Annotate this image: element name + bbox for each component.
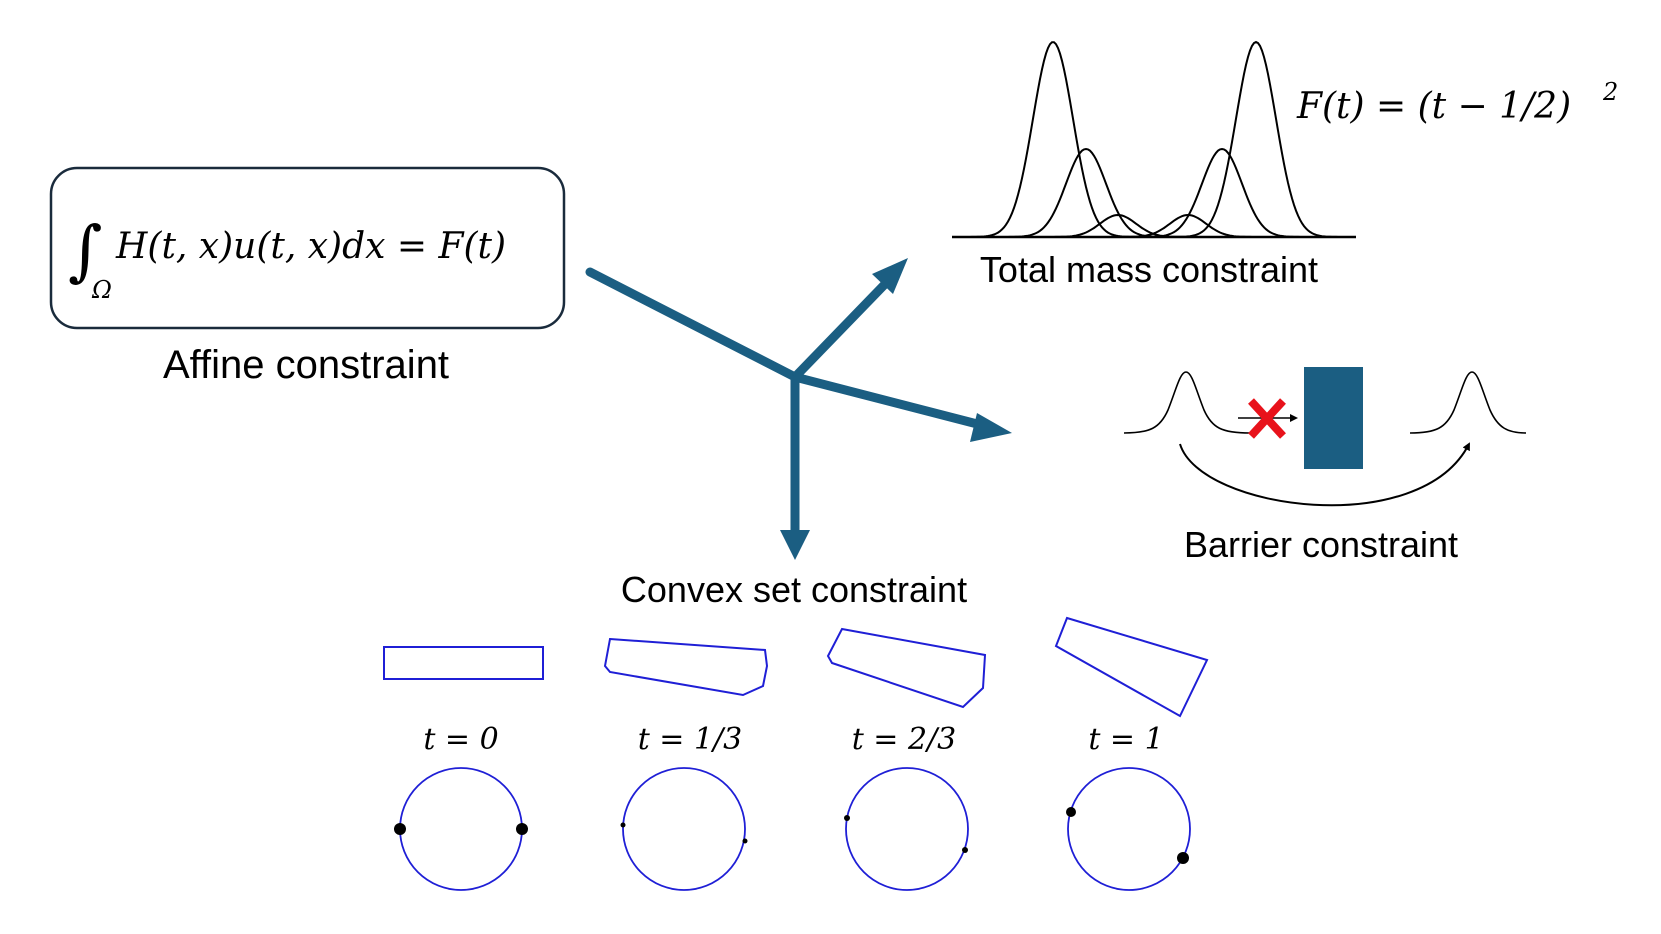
gaussian-curve-4: [952, 147, 1356, 238]
affine-constraint-group: ∫ Ω H(t, x)u(t, x)dx = F(t) Affine const…: [49, 166, 566, 387]
gaussian-curve-5: [952, 40, 1356, 238]
gaussian-curve-1: [952, 147, 1356, 238]
barrier-group: Barrier constraint: [1123, 367, 1527, 565]
state-point: [1177, 852, 1189, 864]
incoming-arrow-shaft: [585, 267, 800, 382]
state-point: [620, 822, 626, 828]
barrier-right-bump: [1409, 371, 1527, 434]
state-circle-t0: [399, 767, 523, 891]
time-label-0: t = 0: [423, 722, 498, 757]
total-mass-caption: Total mass constraint: [980, 249, 1318, 290]
state-point: [516, 823, 528, 835]
convex-polygon-t1: [1054, 616, 1209, 718]
state-point: [742, 838, 748, 844]
branch-arrows: [585, 258, 1012, 560]
integral-domain: Ω: [91, 276, 112, 304]
arrow-to-convex-head: [780, 530, 810, 560]
gaussian-curves: [952, 40, 1356, 238]
state-point: [394, 823, 406, 835]
arrow-to-total-mass-shaft: [791, 278, 891, 381]
time-label-2: t = 2/3: [852, 722, 957, 757]
state-point: [962, 847, 968, 853]
barrier-left-bump: [1123, 371, 1251, 434]
state-circle-t1: [1067, 767, 1191, 891]
arrow-to-barrier-head: [970, 413, 1012, 442]
barrier-block: [1304, 367, 1363, 469]
gaussian-curve-3: [952, 213, 1356, 238]
state-point: [1066, 807, 1076, 817]
state-circle-t1-3: [622, 767, 746, 891]
convex-polygon-t2-3: [826, 627, 987, 709]
time-label-1: t = 1/3: [638, 722, 743, 757]
barrier-caption: Barrier constraint: [1184, 524, 1458, 565]
convex-polygon-t0: [383, 646, 544, 680]
state-circle-t2-3: [845, 767, 969, 891]
affine-caption: Affine constraint: [163, 343, 449, 387]
convex-group: Convex set constraint t = 0 t = 1/3 t = …: [383, 569, 1209, 891]
total-mass-group: F(t) = (t − 1/2) 2 Total mass constraint: [952, 40, 1618, 290]
state-point: [844, 815, 850, 821]
time-label-3: t = 1: [1088, 722, 1163, 757]
affine-formula-box: [49, 166, 566, 330]
convex-caption: Convex set constraint: [621, 569, 967, 610]
barrier-bypass-arc: [1179, 442, 1470, 507]
total-mass-formula: F(t) = (t − 1/2): [1296, 86, 1571, 127]
total-mass-formula-exponent: 2: [1602, 78, 1618, 106]
integral-sign: ∫: [68, 212, 102, 289]
arrow-to-barrier-shaft: [793, 372, 987, 431]
affine-formula: H(t, x)u(t, x)dx = F(t): [115, 226, 506, 267]
cross-icon: [1248, 398, 1286, 439]
arrow-to-total-mass-head: [872, 258, 908, 294]
convex-polygon-t1-3: [603, 637, 769, 697]
